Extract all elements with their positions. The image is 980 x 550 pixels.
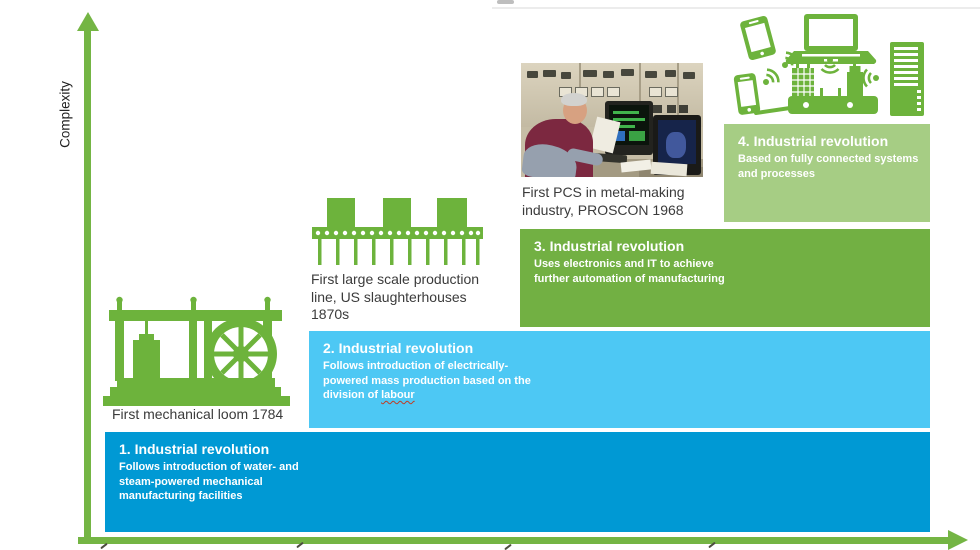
axis-tick-mark (504, 543, 512, 550)
stage-description: Uses electronics and IT to achieve furth… (534, 258, 725, 285)
y-axis-line (84, 28, 91, 541)
stage-description-text: Follows introduction of electrically-pow… (323, 360, 531, 402)
milestone-caption-loom: First mechanical loom 1784 (112, 406, 284, 422)
stage-block-4: 4. Industrial revolution Based on fully … (724, 124, 930, 222)
paper-sheet (650, 161, 688, 177)
stage-title: 1. Industrial revolution (119, 441, 270, 457)
stage-title: 2. Industrial revolution (323, 340, 474, 356)
wifi-signal-icon (862, 68, 879, 88)
spellcheck-flagged-word: labour (381, 389, 415, 402)
smartphone-icon (733, 73, 761, 115)
cropped-content-edge (492, 7, 980, 9)
stage-title: 4. Industrial revolution (738, 133, 889, 149)
connected-devices-icon (728, 10, 933, 120)
factory-machines-icon (754, 61, 878, 115)
server-tower-icon (890, 42, 924, 116)
stage-title: 3. Industrial revolution (534, 238, 685, 254)
control-room-photo (521, 63, 703, 177)
stage-block-3: 3. Industrial revolution Uses electronic… (520, 229, 930, 327)
laptop-icon (785, 14, 877, 65)
mechanical-loom-icon (103, 294, 290, 406)
stage-description: Based on fully connected systems and pro… (738, 153, 919, 180)
milestone-caption-production-line: First large scale production line, US sl… (311, 271, 480, 322)
milestone-caption-pcs: First PCS in metal-making industry, PROS… (522, 184, 685, 218)
y-axis-label: Complexity (57, 81, 73, 148)
y-axis-arrowhead (77, 12, 99, 31)
tablet-icon (740, 15, 776, 61)
wifi-signal-icon (763, 68, 780, 85)
x-axis-line (78, 537, 950, 544)
stage-description: Follows introduction of water- and steam… (119, 461, 299, 503)
wifi-signal-icon (820, 57, 840, 74)
x-axis-arrowhead (948, 530, 968, 550)
stage-description: Follows introduction of electrically-pow… (323, 359, 549, 403)
cropped-content-fragment (497, 0, 514, 4)
stage-block-1: 1. Industrial revolution Follows introdu… (105, 432, 930, 532)
conveyor-production-line-icon (310, 198, 485, 266)
stage-block-2: 2. Industrial revolution Follows introdu… (309, 331, 930, 428)
